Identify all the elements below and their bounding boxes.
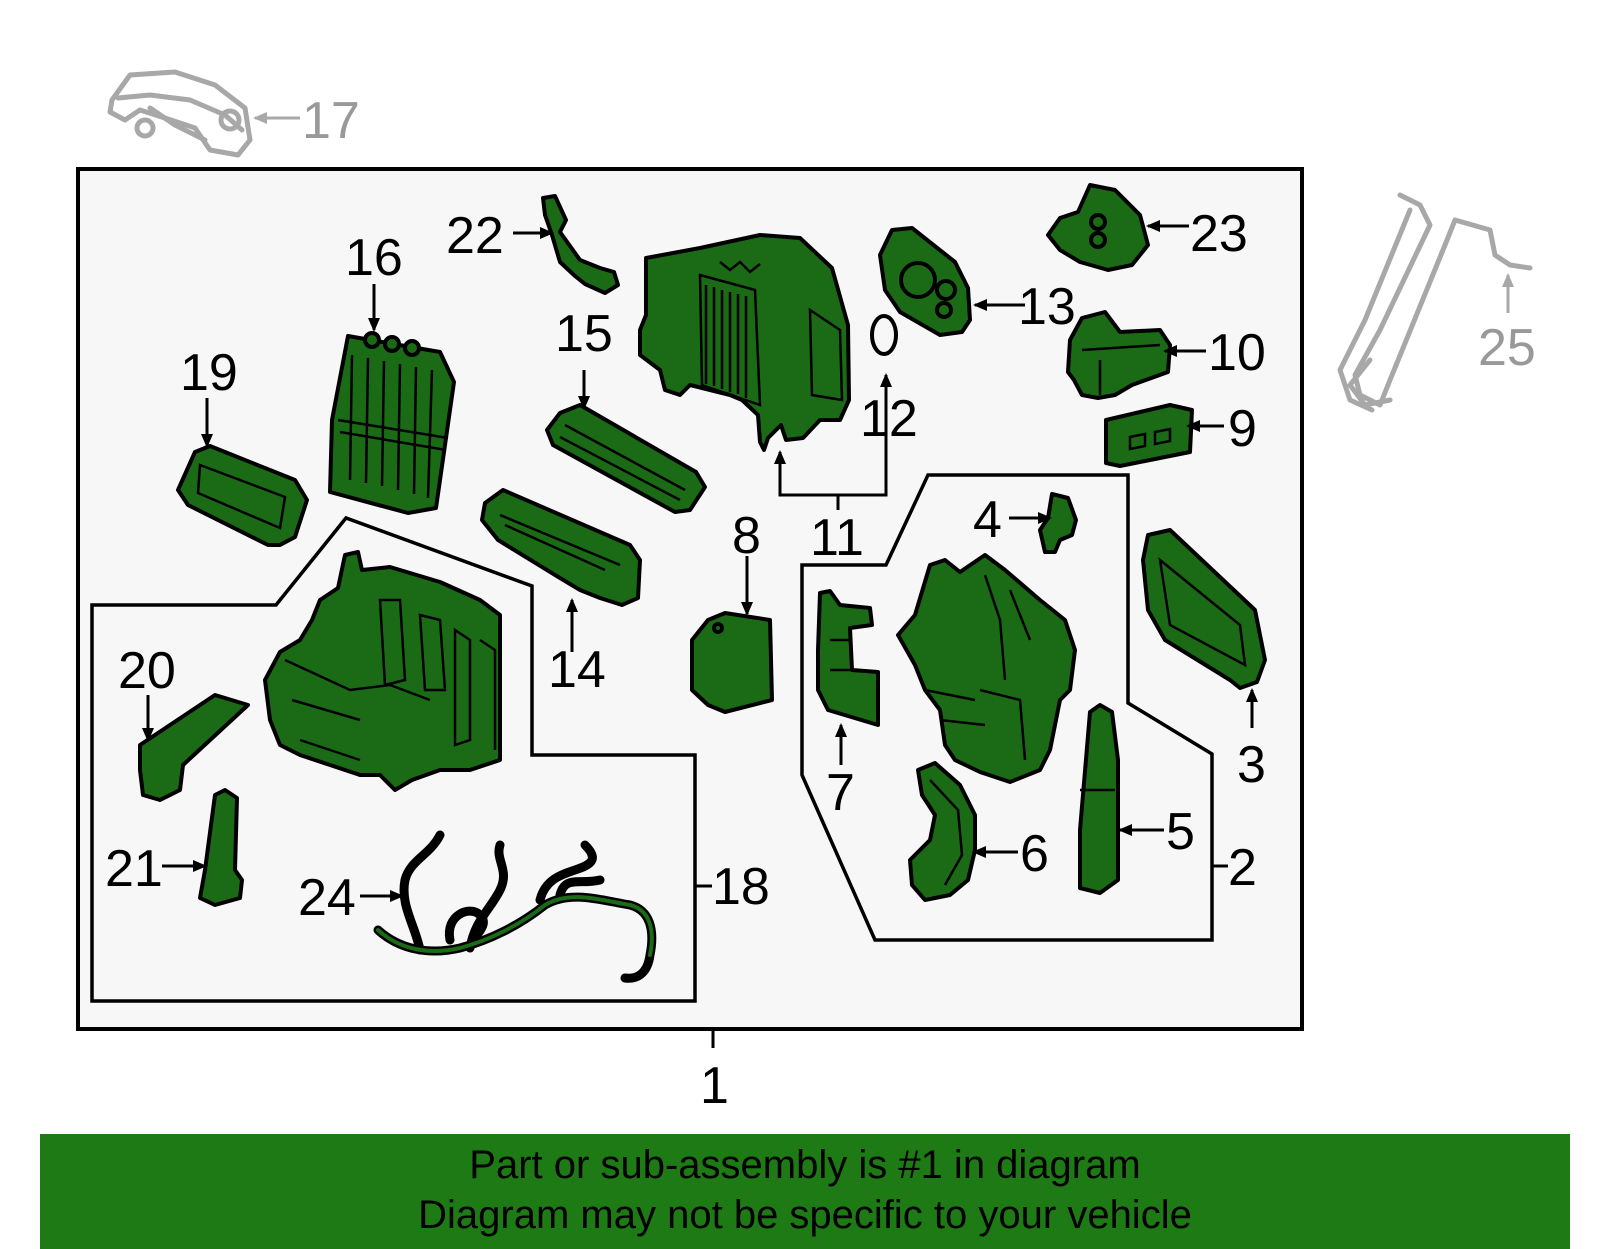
callout-24: 24 — [298, 869, 356, 927]
callout-2: 2 — [1228, 839, 1257, 897]
callout-1: 1 — [700, 1057, 729, 1115]
part-8-control-module — [690, 611, 774, 714]
part-24-wire-harness — [373, 830, 657, 983]
part-15-seal — [545, 403, 707, 514]
part-22-sensor — [541, 194, 620, 295]
part-3-seal — [1141, 528, 1267, 690]
callout-3: 3 — [1237, 736, 1266, 794]
part-19-filter-seal — [176, 444, 309, 547]
part-14-duct — [480, 488, 642, 607]
part-5-seal — [1078, 703, 1120, 895]
callout-11: 11 — [810, 509, 864, 567]
subassembly-2-outline — [800, 473, 1214, 942]
info-banner: Part or sub-assembly is #1 in diagram Di… — [40, 1134, 1570, 1249]
part-17-hose — [107, 69, 253, 158]
callout-25: 25 — [1478, 319, 1536, 377]
callout-19: 19 — [180, 344, 238, 402]
part-23-bracket — [1046, 183, 1150, 272]
callout-17: 17 — [302, 92, 360, 150]
part-4-clip — [1038, 492, 1078, 554]
callout-14: 14 — [548, 641, 606, 699]
callout-8: 8 — [732, 507, 761, 565]
callout-22: 22 — [446, 207, 504, 265]
part-18-heater-case — [263, 550, 502, 792]
part-20-duct — [138, 693, 250, 802]
callout-9: 9 — [1228, 400, 1257, 458]
callout-20: 20 — [118, 642, 176, 700]
part-21-duct — [198, 788, 244, 907]
part-10-actuator — [1066, 310, 1172, 400]
callout-23: 23 — [1190, 205, 1248, 263]
callout-10: 10 — [1208, 324, 1266, 382]
callout-4: 4 — [973, 491, 1002, 549]
callout-18: 18 — [712, 858, 770, 916]
banner-line-2: Diagram may not be specific to your vehi… — [418, 1193, 1192, 1237]
callout-21: 21 — [105, 840, 163, 898]
callout-12: 12 — [860, 390, 918, 448]
banner-line-1: Part or sub-assembly is #1 in diagram — [469, 1143, 1141, 1187]
arrowheads — [142, 220, 1258, 902]
part-13-cover — [878, 226, 972, 337]
part-9-module — [1104, 403, 1194, 468]
part-6-door — [908, 761, 977, 902]
part-12-o-ring — [870, 314, 898, 356]
part-2-case-half — [896, 553, 1077, 784]
callout-16: 16 — [345, 229, 403, 287]
part-7-door — [816, 589, 880, 727]
part-25-tube — [1337, 192, 1533, 413]
callout-13: 13 — [1018, 278, 1076, 336]
arrowheads-grey — [253, 112, 1514, 287]
callout-7: 7 — [826, 764, 855, 822]
part-11-evaporator-case — [638, 233, 851, 452]
subassembly-18-outline — [90, 515, 697, 1003]
callout-6: 6 — [1020, 825, 1049, 883]
callout-5: 5 — [1166, 803, 1195, 861]
callout-15: 15 — [555, 305, 613, 363]
part-16-heater-core — [328, 331, 456, 515]
